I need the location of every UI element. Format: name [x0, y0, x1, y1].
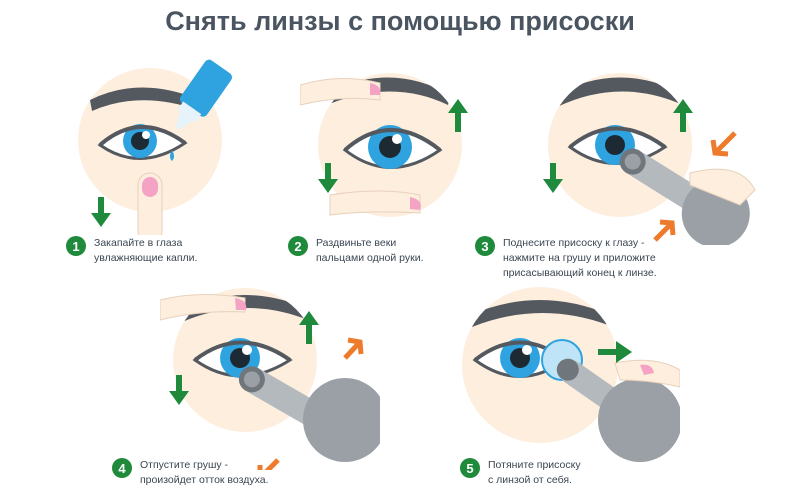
arrow-down-icon [318, 163, 338, 193]
arrow-down-icon [91, 197, 111, 227]
illustration-step-5 [440, 275, 680, 470]
arrow-up-icon [299, 311, 319, 344]
arrow-down-icon [543, 163, 563, 193]
illustration-step-3 [540, 55, 760, 245]
step-2: 2 Раздвиньте веки пальцами одной руки. [288, 236, 423, 266]
step-caption: Раздвиньте веки пальцами одной руки. [316, 237, 424, 264]
step-number-badge: 2 [288, 236, 308, 256]
step-number-badge: 1 [66, 236, 86, 256]
step-number-badge: 5 [460, 458, 480, 478]
arrow-orange-icon [257, 337, 364, 470]
step-number-badge: 3 [475, 236, 495, 256]
arrow-down-icon [169, 375, 189, 405]
eyebrow [90, 87, 200, 111]
illustration-step-1 [60, 55, 260, 235]
arrow-orange-icon [653, 131, 737, 242]
arrow-up-icon [673, 99, 693, 132]
step-4: 4 Отпустите грушу - произойдет отток воз… [112, 458, 268, 488]
suction-bulb [303, 378, 380, 462]
eye-drop-bottle [176, 59, 233, 130]
illustration-step-2 [300, 55, 500, 235]
suction-tool [619, 148, 750, 245]
step-5: 5 Потяните присоску с линзой от себя. [460, 458, 581, 488]
arrow-right-icon [598, 341, 632, 363]
page-title: Снять линзы с помощью присоски [165, 6, 635, 36]
step-number-badge: 4 [112, 458, 132, 478]
step-3: 3 Поднесите присоску к глазу - нажмите н… [475, 236, 657, 281]
arrow-up-icon [448, 99, 468, 132]
drop [170, 150, 174, 161]
step-caption: Потяните присоску с линзой от себя. [488, 459, 581, 486]
step-caption: Закапайте в глаза увлажняющие капли. [94, 237, 198, 264]
step-caption: Поднесите присоску к глазу - нажмите на … [503, 237, 657, 279]
step-caption: Отпустите грушу - произойдет отток возду… [140, 459, 269, 486]
step-1: 1 Закапайте в глаза увлажняющие капли. [66, 236, 197, 266]
illustration-step-4 [160, 280, 380, 470]
fingernail [142, 177, 158, 197]
